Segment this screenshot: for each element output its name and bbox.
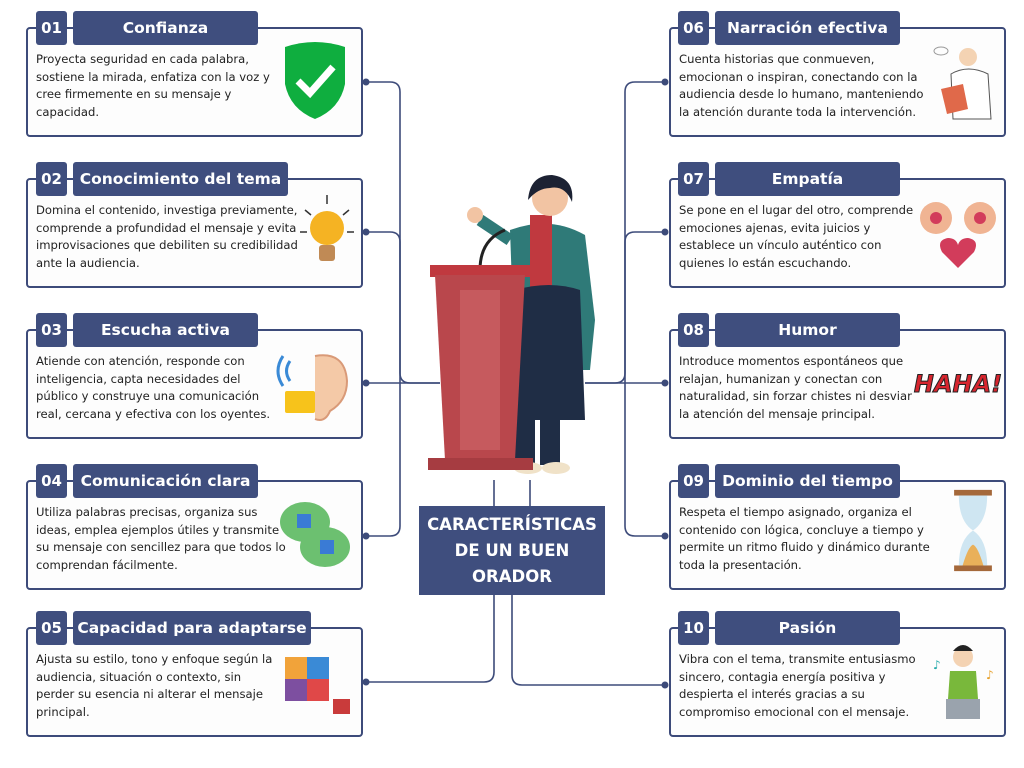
svg-text:♪: ♪ <box>933 658 941 672</box>
card-description: Ajusta su estilo, tono y enfoque según l… <box>36 652 273 719</box>
chat-bubbles-icon <box>280 502 350 567</box>
card-title: Capacidad para adaptarse <box>73 611 311 645</box>
storyteller-icon <box>933 46 992 120</box>
card-number: 05 <box>36 611 67 645</box>
haha-icon: HAHA! <box>913 369 1003 398</box>
card-description: Vibra con el tema, transmite entusiasmo … <box>679 652 916 719</box>
card-title: Pasión <box>715 611 900 645</box>
card-number: 07 <box>678 162 709 196</box>
card-narracion-efectiva: 06 Narración efectiva Cuenta historias q… <box>669 11 1006 137</box>
card-number: 09 <box>678 464 709 498</box>
card-title: Confianza <box>73 11 258 45</box>
card-humor: 08 Humor Introduce momentos espontáneos … <box>669 313 1006 439</box>
card-number: 06 <box>678 11 709 45</box>
card-title: Empatía <box>715 162 900 196</box>
speaker-at-podium-illustration <box>428 175 595 474</box>
card-number: 02 <box>36 162 67 196</box>
card-dominio-del-tiempo: 09 Dominio del tiempo Respeta el tiempo … <box>669 464 1006 590</box>
card-number: 04 <box>36 464 67 498</box>
card-comunicacion-clara: 04 Comunicación clara Utiliza palabras p… <box>26 464 363 590</box>
central-title: CARACTERÍSTICAS DE UN BUEN ORADOR <box>419 506 605 595</box>
ear-icon <box>276 354 349 421</box>
card-title: Narración efectiva <box>715 11 900 45</box>
card-description: Proyecta seguridad en cada palabra, sost… <box>36 52 270 119</box>
card-conocimiento-del-tema: 02 Conocimiento del tema Domina el conte… <box>26 162 363 288</box>
puzzle-icon <box>285 657 350 714</box>
card-title: Dominio del tiempo <box>715 464 900 498</box>
card-title: Escucha activa <box>73 313 258 347</box>
card-description: Cuenta historias que conmueven, emociona… <box>679 52 924 119</box>
lightbulb-icon <box>300 195 354 261</box>
card-description: Atiende con atención, responde con intel… <box>36 354 271 421</box>
card-description: Utiliza palabras precisas, organiza sus … <box>36 505 286 572</box>
card-number: 03 <box>36 313 67 347</box>
heads-heart-icon <box>920 202 996 268</box>
card-title: Conocimiento del tema <box>73 162 288 196</box>
card-number: 10 <box>678 611 709 645</box>
card-description: Se pone en el lugar del otro, comprende … <box>679 203 914 270</box>
card-escucha-activa: 03 Escucha activa Atiende con atención, … <box>26 313 363 439</box>
singer-icon: ♪♪ <box>933 645 994 719</box>
svg-text:♪: ♪ <box>986 668 994 682</box>
card-title: Humor <box>715 313 900 347</box>
card-number: 01 <box>36 11 67 45</box>
card-description: Domina el contenido, investiga previamen… <box>36 203 298 270</box>
card-title: Comunicación clara <box>73 464 258 498</box>
shield-check-icon <box>285 42 345 119</box>
card-empatia: 07 Empatía Se pone en el lugar del otro,… <box>669 162 1006 288</box>
card-description: Introduce momentos espontáneos que relaj… <box>679 354 912 421</box>
card-confianza: 01 Confianza Proyecta seguridad en cada … <box>26 11 363 137</box>
card-number: 08 <box>678 313 709 347</box>
card-description: Respeta el tiempo asignado, organiza el … <box>679 505 930 572</box>
card-capacidad-para-adaptarse: 05 Capacidad para adaptarse Ajusta su es… <box>26 611 363 737</box>
hourglass-icon <box>954 489 992 572</box>
card-pasion: 10 Pasión Vibra con el tema, transmite e… <box>669 611 1006 737</box>
